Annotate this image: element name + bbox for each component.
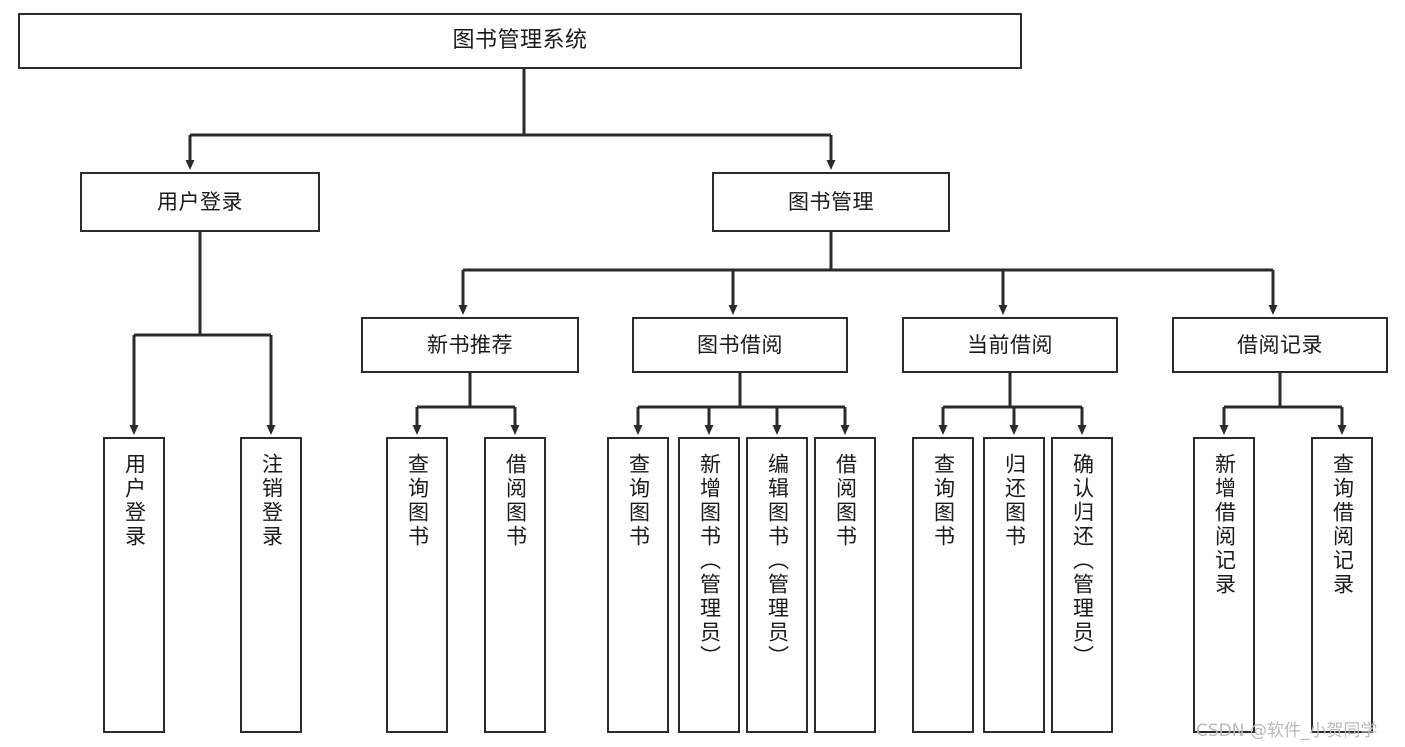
node-leaf-current-confirm-return-admin-label: 确认归还（管理员） [1070,453,1095,669]
node-leaf-borrow-borrow-book[interactable]: 借阅图书 [814,437,876,733]
node-leaf-newbook-query-book-label: 查询图书 [405,453,430,549]
node-borrow-record[interactable]: 借阅记录 [1172,317,1388,373]
node-book-borrow[interactable]: 图书借阅 [632,317,848,373]
node-new-book-recommend[interactable]: 新书推荐 [361,317,579,373]
node-book-management-label: 图书管理 [788,189,874,214]
node-current-borrow[interactable]: 当前借阅 [902,317,1118,373]
node-leaf-current-return-book-label: 归还图书 [1002,453,1027,549]
node-leaf-newbook-borrow-book-label: 借阅图书 [503,453,528,549]
node-current-borrow-label: 当前借阅 [967,332,1053,357]
node-leaf-newbook-query-book[interactable]: 查询图书 [386,437,448,733]
node-leaf-record-query-label: 查询借阅记录 [1330,453,1355,597]
node-leaf-record-add[interactable]: 新增借阅记录 [1193,437,1255,733]
node-leaf-current-return-book[interactable]: 归还图书 [983,437,1045,733]
node-leaf-borrow-add-book-admin[interactable]: 新增图书（管理员） [678,437,740,733]
node-leaf-current-query-book[interactable]: 查询图书 [912,437,974,733]
node-leaf-record-add-label: 新增借阅记录 [1212,453,1237,597]
node-leaf-borrow-edit-book-admin-label: 编辑图书（管理员） [765,453,790,669]
node-borrow-record-label: 借阅记录 [1237,332,1323,357]
node-leaf-user-login-label: 用户登录 [122,453,147,549]
node-user-login[interactable]: 用户登录 [80,172,320,232]
node-leaf-borrow-edit-book-admin[interactable]: 编辑图书（管理员） [746,437,808,733]
node-leaf-record-query[interactable]: 查询借阅记录 [1311,437,1373,733]
node-book-borrow-label: 图书借阅 [697,332,783,357]
node-root-system[interactable]: 图书管理系统 [18,13,1022,69]
node-leaf-borrow-add-book-admin-label: 新增图书（管理员） [697,453,722,669]
node-leaf-borrow-borrow-book-label: 借阅图书 [833,453,858,549]
node-leaf-logout-label: 注销登录 [259,453,284,549]
csdn-watermark: CSDN @软件_小贺同学 [1196,721,1378,741]
node-leaf-user-login[interactable]: 用户登录 [103,437,165,733]
node-leaf-borrow-query-book[interactable]: 查询图书 [607,437,669,733]
node-leaf-current-query-book-label: 查询图书 [931,453,956,549]
node-leaf-current-confirm-return-admin[interactable]: 确认归还（管理员） [1051,437,1113,733]
node-user-login-label: 用户登录 [157,189,243,214]
node-leaf-borrow-query-book-label: 查询图书 [626,453,651,549]
node-book-management[interactable]: 图书管理 [712,172,950,232]
node-leaf-logout[interactable]: 注销登录 [240,437,302,733]
node-new-book-recommend-label: 新书推荐 [427,332,513,357]
node-leaf-newbook-borrow-book[interactable]: 借阅图书 [484,437,546,733]
node-root-system-label: 图书管理系统 [452,28,588,54]
